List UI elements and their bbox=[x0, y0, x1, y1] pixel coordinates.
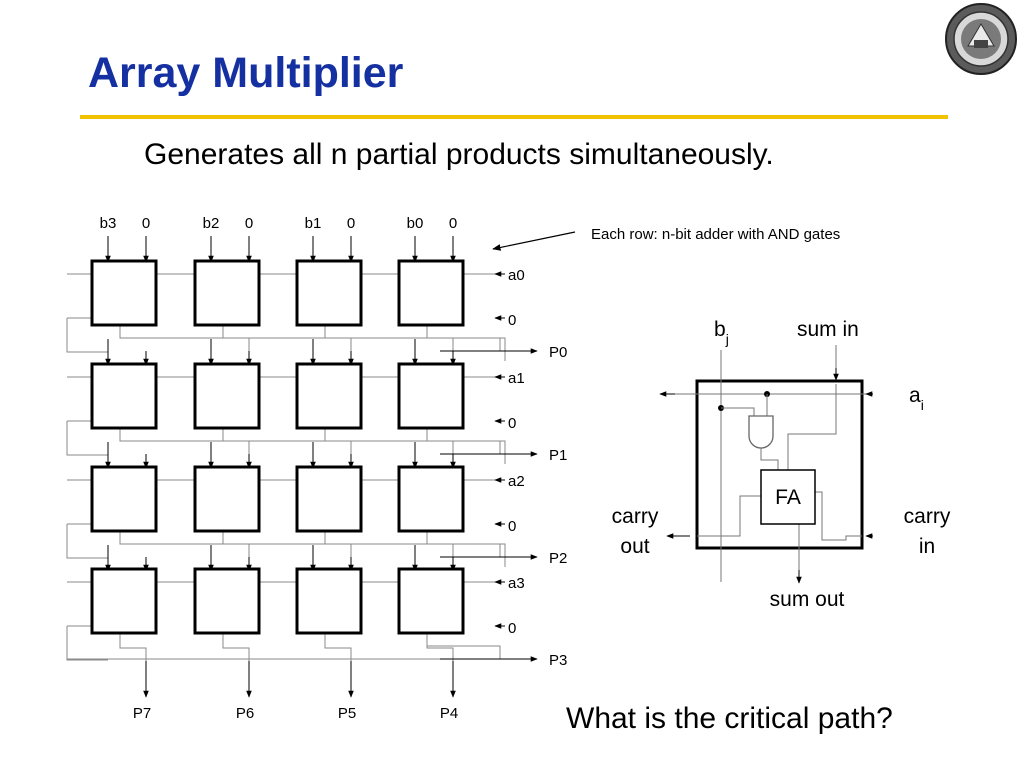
zero-input-label: 0 bbox=[347, 215, 355, 232]
full-adder-box bbox=[760, 469, 816, 525]
output-label: P7 bbox=[133, 705, 151, 722]
carry-out-label: carry bbox=[612, 505, 659, 528]
array-cell bbox=[90, 259, 158, 327]
array-cell bbox=[397, 362, 465, 430]
cell-box bbox=[695, 379, 864, 550]
b-input-label: b2 bbox=[203, 215, 220, 232]
b-input-label: b0 bbox=[407, 215, 424, 232]
carry-out-wire bbox=[66, 421, 108, 456]
array-cell bbox=[295, 567, 363, 635]
array-cell bbox=[295, 259, 363, 327]
sum-wire bbox=[324, 531, 454, 567]
sum-wire bbox=[426, 428, 506, 464]
carry-in-label-2: in bbox=[919, 535, 935, 558]
a-input-label: a2 bbox=[508, 473, 525, 490]
ai-label: ai bbox=[909, 384, 924, 413]
sum-wire bbox=[426, 531, 506, 567]
critical-path-question: What is the critical path? bbox=[566, 702, 893, 735]
sum-wire bbox=[324, 325, 454, 361]
array-cell bbox=[90, 567, 158, 635]
sum-wire bbox=[222, 325, 352, 361]
output-label: P6 bbox=[236, 705, 254, 722]
university-seal-icon bbox=[944, 2, 1018, 76]
b-input-label: b3 bbox=[100, 215, 117, 232]
product-label: P3 bbox=[549, 652, 567, 669]
full-adder-label: FA bbox=[775, 486, 801, 509]
b-input-label: b1 bbox=[305, 215, 322, 232]
sum-wire bbox=[222, 428, 352, 464]
output-wire bbox=[426, 633, 454, 661]
sum-wire bbox=[119, 325, 250, 361]
carry-in-label: 0 bbox=[508, 312, 516, 329]
sum-in-label: sum in bbox=[797, 318, 859, 341]
sum-out-label: sum out bbox=[770, 588, 845, 611]
a-input-label: a3 bbox=[508, 575, 525, 592]
array-cell bbox=[397, 465, 465, 533]
array-cell bbox=[193, 362, 261, 430]
product-label: P2 bbox=[549, 550, 567, 567]
carry-in-label: 0 bbox=[508, 518, 516, 535]
a-input-label: a1 bbox=[508, 370, 525, 387]
product-wire bbox=[426, 531, 501, 557]
annotation-arrow bbox=[492, 231, 576, 251]
sum-wire bbox=[119, 428, 250, 464]
output-label: P4 bbox=[440, 705, 458, 722]
zero-input-label: 0 bbox=[142, 215, 150, 232]
array-cell bbox=[193, 259, 261, 327]
product-label: P0 bbox=[549, 344, 567, 361]
zero-input-label: 0 bbox=[245, 215, 253, 232]
slide-subtitle: Generates all n partial products simulta… bbox=[144, 138, 774, 171]
array-cell bbox=[193, 567, 261, 635]
and-gate-icon bbox=[748, 415, 774, 449]
carry-out-wire bbox=[66, 524, 108, 559]
array-arrows bbox=[105, 236, 538, 698]
array-cell bbox=[90, 465, 158, 533]
product-wire bbox=[426, 325, 501, 351]
output-wire bbox=[324, 633, 352, 661]
array-cells bbox=[90, 259, 465, 635]
array-cell bbox=[397, 259, 465, 327]
carry-out-wire bbox=[66, 318, 108, 353]
array-cell bbox=[295, 362, 363, 430]
zero-input-label: 0 bbox=[449, 215, 457, 232]
annotation-text: Each row: n-bit adder with AND gates bbox=[591, 226, 840, 243]
sum-wire bbox=[222, 531, 352, 567]
a-input-label: a0 bbox=[508, 267, 525, 284]
sum-wire bbox=[119, 531, 250, 567]
output-wire bbox=[222, 633, 250, 661]
sum-wire bbox=[324, 428, 454, 464]
sum-wire bbox=[426, 325, 506, 361]
product-label: P1 bbox=[549, 447, 567, 464]
title-divider bbox=[80, 115, 948, 119]
carry-in-label: 0 bbox=[508, 620, 516, 637]
bj-label: bj bbox=[714, 318, 729, 347]
carry-in-label: 0 bbox=[508, 415, 516, 432]
slide-title: Array Multiplier bbox=[88, 49, 404, 97]
output-label: P5 bbox=[338, 705, 356, 722]
carry-in-label: carry bbox=[904, 505, 951, 528]
output-wire bbox=[119, 633, 147, 661]
array-cell bbox=[397, 567, 465, 635]
cell-detail: FA bj sum in ai carry out carry in sum o… bbox=[612, 318, 951, 611]
product-wire bbox=[426, 428, 501, 454]
carry-out-label-2: out bbox=[620, 535, 649, 558]
array-cell bbox=[193, 465, 261, 533]
array-cell bbox=[90, 362, 158, 430]
array-cell bbox=[295, 465, 363, 533]
product-wire bbox=[426, 633, 501, 659]
